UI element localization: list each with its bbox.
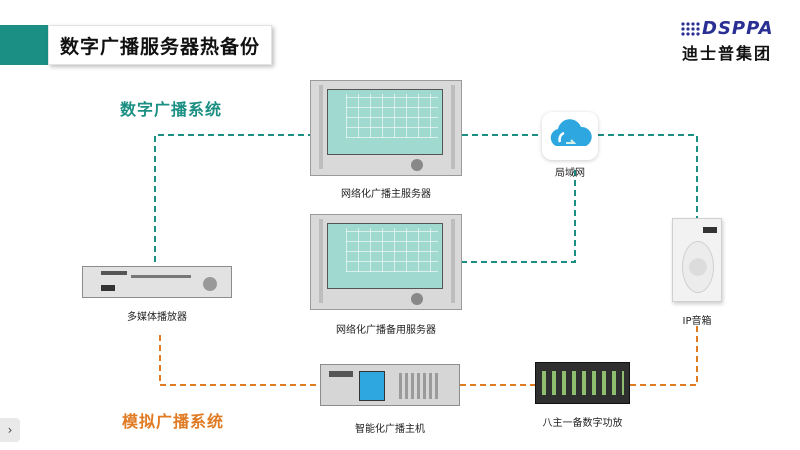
main-server-screen [327, 89, 443, 155]
page-title: 数字广播服务器热备份 [60, 36, 261, 58]
ip-speaker-device [672, 218, 722, 302]
title-bar: 数字广播服务器热备份 [0, 25, 272, 65]
logo-company-name: 迪士普集团 [682, 44, 773, 63]
amplifier-caption: 八主一备数字功放 [542, 418, 623, 429]
amplifier-device [535, 362, 630, 404]
cloud-icon [550, 119, 592, 146]
title-box [48, 25, 272, 65]
link-player-to-smart-host [159, 335, 320, 386]
digital-system-label: 数字广播系统 [120, 100, 223, 119]
link-amplifier-to-speaker [630, 322, 698, 386]
logo-brand-text: DSPPA [702, 18, 774, 39]
brand-logo: DSPPA 迪士普集团 [680, 18, 790, 63]
link-lan-to-backup-server [462, 170, 576, 263]
multimedia-player-caption: 多媒体播放器 [127, 312, 187, 323]
multimedia-player-device [82, 266, 232, 298]
main-server-caption: 网络化广播主服务器 [341, 189, 431, 200]
chevron-right-icon: › [7, 423, 13, 437]
analog-system-label: 模拟广播系统 [122, 412, 225, 431]
smart-host-caption: 智能化广播主机 [355, 424, 425, 435]
smart-host-device [320, 364, 460, 406]
ip-speaker-caption: IP音箱 [682, 316, 712, 327]
logo-dots-icon [681, 22, 700, 36]
link-lan-to-speaker [598, 134, 698, 218]
main-server-device [310, 80, 462, 176]
backup-server-device [310, 214, 462, 310]
lan-tile [542, 112, 598, 160]
title-accent [0, 25, 48, 65]
lan-caption: 局域网 [555, 168, 585, 179]
backup-server-caption: 网络化广播备用服务器 [336, 325, 436, 336]
next-slide-button[interactable]: › [0, 418, 20, 442]
backup-server-screen [327, 223, 443, 289]
link-player-to-main-server [154, 134, 310, 262]
